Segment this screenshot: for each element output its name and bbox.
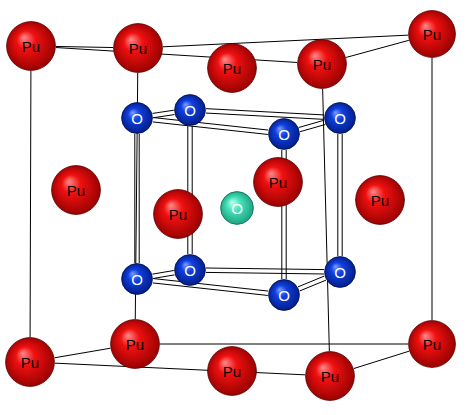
- edge-stroke: [152, 110, 173, 113]
- anion-cube-edge: [338, 134, 342, 256]
- plutonium-atom: Pu: [113, 23, 163, 73]
- oxygen-atom: O: [268, 279, 300, 311]
- anion-cube-edge: [152, 110, 174, 118]
- plutonium-atom: Pu: [297, 39, 347, 89]
- oxygen-atom: O: [174, 94, 206, 126]
- plutonium-atom: Pu: [51, 165, 101, 215]
- atom-label: Pu: [22, 39, 40, 54]
- unit-cell-edge: [160, 344, 408, 345]
- oxygen-atom: O: [268, 118, 300, 150]
- oxygen-atom: O: [324, 102, 356, 134]
- plutonium-atom: Pu: [110, 319, 160, 369]
- plutonium-atom: Pu: [6, 21, 56, 71]
- edge-stroke: [134, 134, 135, 263]
- plutonium-atom: Pu: [153, 189, 203, 239]
- edge-stroke: [153, 115, 174, 118]
- edge-stroke: [300, 280, 326, 291]
- edge-stroke: [342, 134, 343, 256]
- plutonium-atom: Pu: [207, 43, 257, 93]
- atom-label: O: [334, 111, 346, 126]
- edge-stroke: [30, 71, 32, 337]
- atom-label: O: [278, 288, 290, 303]
- edge-stroke: [160, 344, 408, 345]
- plutonium-atom: Pu: [305, 351, 355, 401]
- edge-stroke: [206, 272, 324, 274]
- unit-cell-edge: [354, 351, 409, 368]
- edge-stroke: [55, 363, 305, 375]
- unit-cell-edge: [163, 35, 408, 47]
- edge-stroke: [354, 351, 409, 368]
- atom-label: O: [131, 111, 143, 126]
- atom-label: Pu: [223, 61, 241, 76]
- oxygen-atom: O: [121, 263, 153, 295]
- atom-label: Pu: [126, 337, 144, 352]
- plutonium-atom: Pu: [408, 320, 456, 368]
- atom-label: Pu: [423, 27, 441, 42]
- edge-stroke: [153, 279, 268, 292]
- unit-cell-edge: [30, 71, 32, 337]
- edge-stroke: [152, 271, 173, 275]
- atom-label: Pu: [321, 369, 339, 384]
- unit-cell-edge: [346, 40, 409, 57]
- atom-label: Pu: [371, 193, 389, 208]
- edge-stroke: [163, 35, 408, 47]
- atom-label: Pu: [269, 175, 287, 190]
- edge-stroke: [298, 276, 324, 287]
- edge-stroke: [56, 46, 113, 47]
- oxygen-atom: O: [121, 102, 153, 134]
- atom-label: Pu: [313, 57, 331, 72]
- atom-label: Pu: [21, 355, 39, 370]
- atom-label: O: [334, 265, 346, 280]
- atom-label: O: [278, 127, 290, 142]
- edge-stroke: [56, 48, 297, 63]
- plutonium-atom: Pu: [207, 346, 257, 396]
- unit-cell-edge: [56, 48, 297, 63]
- unit-cell-edge: [55, 348, 111, 358]
- atom-label: Pu: [223, 364, 241, 379]
- plutonium-atom: Pu: [408, 10, 456, 58]
- plutonium-atom: Pu: [253, 157, 303, 207]
- oxygen-atom: O: [324, 256, 356, 288]
- anion-cube-edge: [153, 279, 269, 296]
- atom-label: Pu: [169, 207, 187, 222]
- plutonium-atom: Pu: [5, 337, 55, 387]
- edge-stroke: [153, 275, 174, 279]
- anion-cube-edge: [299, 120, 325, 131]
- anion-cube-edge: [152, 271, 174, 279]
- atom-label: O: [184, 103, 196, 118]
- edge-stroke: [206, 268, 324, 270]
- oxygen-atom: O: [174, 254, 206, 286]
- atom-label: O: [231, 201, 243, 216]
- atom-label: Pu: [423, 337, 441, 352]
- atom-label: Pu: [67, 183, 85, 198]
- anion-cube-edge: [298, 276, 326, 291]
- anion-cube-edge: [206, 109, 324, 120]
- atom-label: O: [184, 263, 196, 278]
- edge-stroke: [432, 58, 433, 320]
- unit-cell-edge: [56, 46, 113, 47]
- edge-stroke: [192, 126, 193, 254]
- atom-label: Pu: [129, 41, 147, 56]
- anion-cube-edge: [153, 118, 269, 135]
- anion-cube-edge: [206, 268, 324, 274]
- oxygen-atom: O: [220, 191, 254, 225]
- anion-cube-edge: [135, 134, 139, 263]
- unit-cell-edge: [55, 363, 305, 375]
- edge-stroke: [139, 134, 140, 263]
- edge-stroke: [337, 134, 338, 256]
- edge-stroke: [55, 348, 111, 358]
- edge-stroke: [153, 122, 268, 135]
- atom-label: O: [131, 272, 143, 287]
- edge-stroke: [346, 40, 409, 57]
- unit-cell-edge: [432, 58, 433, 320]
- edge-stroke: [300, 125, 325, 132]
- plutonium-atom: Pu: [355, 175, 405, 225]
- edge-stroke: [206, 113, 324, 119]
